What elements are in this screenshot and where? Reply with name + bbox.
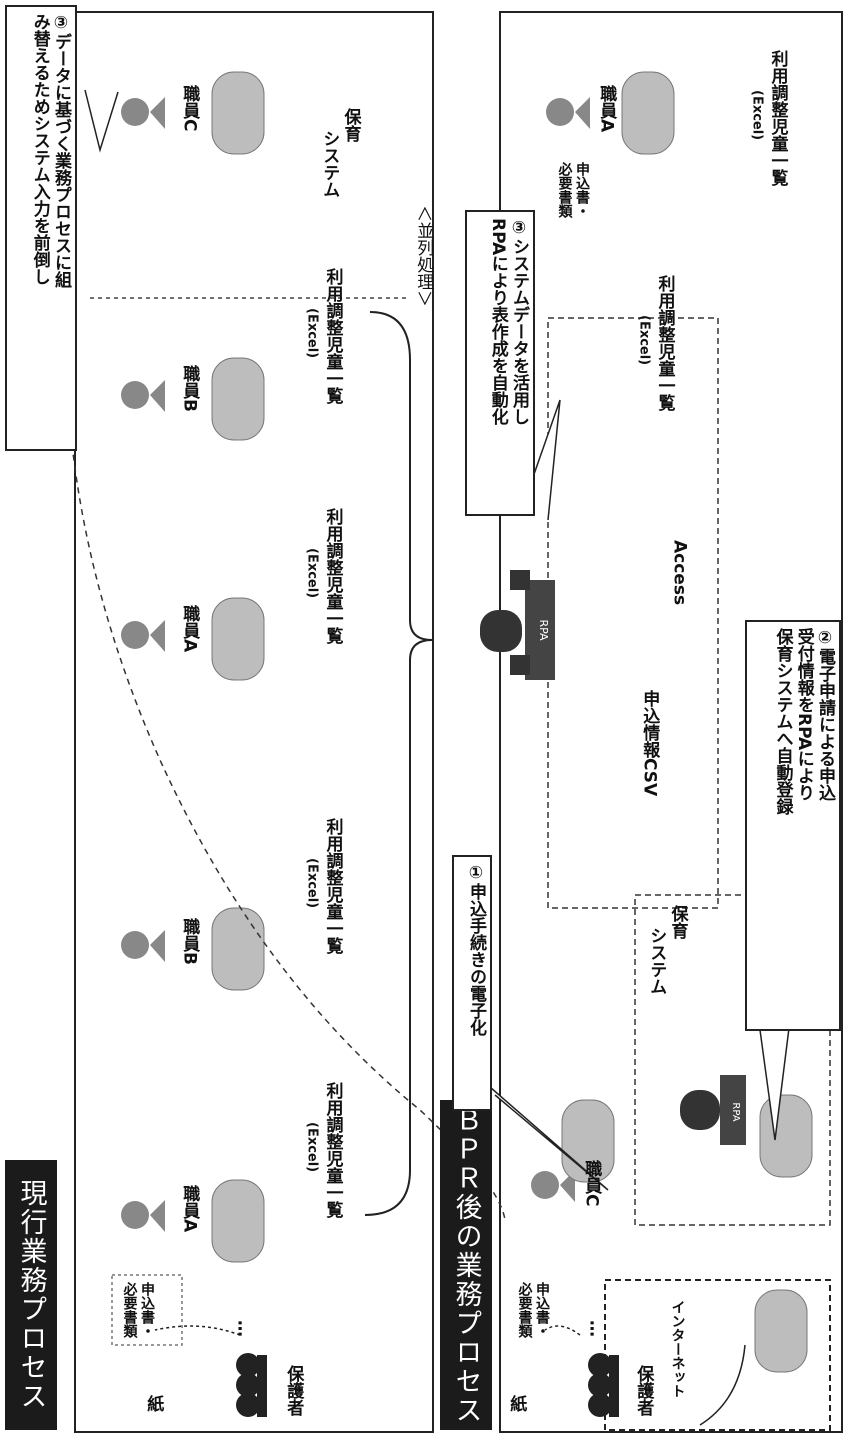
forms-line-1: 申込書・	[534, 1282, 550, 1338]
svg-text:RPA: RPA	[730, 1102, 741, 1121]
staff-icon-current-1	[121, 1200, 165, 1232]
parallel-brace	[364, 311, 433, 1216]
callout3a-line-2: RPAにより表作成を自動化	[487, 218, 508, 426]
guardian-group-icon-bpr	[588, 1353, 619, 1417]
list-name: 利用調整児童一覧	[767, 50, 788, 186]
excel-sheet-icon-4	[211, 357, 265, 441]
forms-label-bpr-right: 申込書・ 必要書類	[555, 162, 591, 218]
ellipsis-bpr: …	[585, 1320, 606, 1337]
rpa-system-box	[634, 894, 831, 1226]
staff-c-label-bpr: 職員C	[581, 1160, 602, 1207]
staff-icon-current-3	[121, 620, 165, 652]
svg-text:RPA: RPA	[537, 619, 550, 641]
list-format: (Excel)	[749, 90, 765, 141]
internet-box	[604, 1279, 831, 1431]
ellipsis-current: …	[233, 1320, 254, 1337]
staff-label-current-3: 職員A	[179, 605, 200, 653]
callout1-pointer	[481, 1079, 609, 1191]
list-name: 利用調整児童一覧	[322, 1082, 343, 1218]
rpa-lower-screen-icon	[759, 1094, 813, 1178]
forms-line-1: 申込書・	[139, 1282, 155, 1338]
staff-a-label-bpr: 職員A	[596, 85, 617, 133]
callout2-pointer	[759, 1019, 791, 1141]
system-label-bpr: 保育 システム	[645, 905, 688, 995]
staff-label-current-5: 職員C	[179, 85, 200, 132]
internet-screen-icon	[754, 1289, 808, 1373]
forms-line-2: 必要書類	[556, 162, 573, 218]
staff-icon-current-5	[121, 97, 165, 129]
paper-label-current: 紙	[143, 1395, 164, 1412]
callout3b-line-2: み替えるためシステム入力を前倒し	[29, 13, 50, 285]
callout-auto-registration: ②電子申請による申込 受付情報をRPAにより 保育システムへ自動登録	[745, 620, 841, 1031]
system-line-1: 保育	[667, 905, 688, 939]
system-label-current: 保育 システム	[318, 108, 361, 198]
excel-sheet-icon-2	[211, 907, 265, 991]
list-name: 利用調整児童一覧	[654, 275, 675, 411]
system-line-1: 保育	[340, 108, 361, 142]
list-label-current-3: 利用調整児童一覧 (Excel)	[300, 508, 343, 644]
staff-label-current-4: 職員B	[179, 365, 200, 412]
guardian-label-current: 保護者	[283, 1365, 304, 1416]
list-label-bpr-right: 利用調整児童一覧 (Excel)	[745, 50, 788, 186]
callout3a-pointer	[531, 399, 561, 521]
staff-label-current-1: 職員A	[179, 1185, 200, 1233]
csv-label: 申込情報CSV	[639, 690, 660, 797]
forms-line-1: 申込書・	[574, 162, 590, 218]
current-process-frame	[74, 11, 434, 1433]
list-label-bpr-middle: 利用調整児童一覧 (Excel)	[632, 275, 675, 411]
system-line-2: システム	[319, 130, 340, 198]
internet-arrow	[699, 1344, 746, 1426]
dashed-flow-curve	[67, 399, 506, 1221]
list-name: 利用調整児童一覧	[322, 268, 343, 404]
callout3a-line-1: ③システムデータを活用し	[509, 218, 529, 425]
guardian-label-bpr: 保護者	[633, 1365, 654, 1416]
paper-label-bpr: 紙	[506, 1395, 527, 1412]
forms-label-current: 申込書・ 必要書類	[120, 1282, 156, 1338]
forms-line-2: 必要書類	[516, 1282, 533, 1338]
callout2-line-1: ②電子申請による申込	[815, 628, 835, 801]
list-label-current-2: 利用調整児童一覧 (Excel)	[300, 818, 343, 954]
paper-arrow-bpr	[544, 1325, 581, 1336]
system-screen-icon-current	[211, 71, 265, 155]
forms-line-2: 必要書類	[121, 1282, 138, 1338]
list-format: (Excel)	[304, 548, 320, 599]
staff-icon-current-2	[121, 930, 165, 962]
callout3b-line-1: ③データに基づく業務プロセスに組	[51, 13, 71, 288]
callout-auto-tabulation: ③システムデータを活用し RPAにより表作成を自動化	[465, 210, 535, 516]
staff-icon-current-4	[121, 380, 165, 412]
bpr-process-header: ＢＰＲ後の業務プロセス	[440, 1100, 492, 1430]
rpa-robot-icon-lower: RPA	[680, 1075, 746, 1145]
list-format: (Excel)	[304, 308, 320, 359]
callout2-line-3: 保育システムへ自動登録	[772, 628, 793, 815]
callout-system-input-shift: ③データに基づく業務プロセスに組 み替えるためシステム入力を前倒し	[5, 5, 77, 451]
access-label: Access	[669, 540, 690, 606]
list-format: (Excel)	[304, 858, 320, 909]
guardian-group-icon-current	[236, 1353, 267, 1417]
forms-box-current	[111, 1274, 183, 1346]
forms-label-bpr: 申込書・ 必要書類	[515, 1282, 551, 1338]
list-label-current-1: 利用調整児童一覧 (Excel)	[300, 1082, 343, 1218]
list-name: 利用調整児童一覧	[322, 818, 343, 954]
list-label-current-4: 利用調整児童一覧 (Excel)	[300, 268, 343, 404]
rpa-robot-icon-upper: RPA	[480, 570, 555, 680]
list-name: 利用調整児童一覧	[322, 508, 343, 644]
list-format: (Excel)	[636, 315, 652, 366]
list-format: (Excel)	[304, 1122, 320, 1173]
staff-a-screen-icon	[621, 71, 675, 155]
system-line-2: システム	[646, 927, 667, 995]
staff-label-current-2: 職員B	[179, 918, 200, 965]
excel-sheet-icon-3	[211, 597, 265, 681]
internet-label: インターネット	[669, 1300, 686, 1398]
current-process-header: 現行業務プロセス	[5, 1160, 57, 1430]
callout2-line-2: 受付情報をRPAにより	[793, 628, 814, 802]
paper-arrow-current	[154, 1325, 241, 1336]
callout3b-pointer	[84, 89, 119, 153]
excel-sheet-icon-1	[211, 1179, 265, 1263]
callout-digitization: ①申込手続きの電子化	[452, 855, 492, 1111]
parallel-processing-label: ＜並列処理＞	[413, 205, 434, 307]
bpr-process-frame	[499, 11, 843, 1433]
staff-icon-bpr-a	[546, 97, 590, 129]
